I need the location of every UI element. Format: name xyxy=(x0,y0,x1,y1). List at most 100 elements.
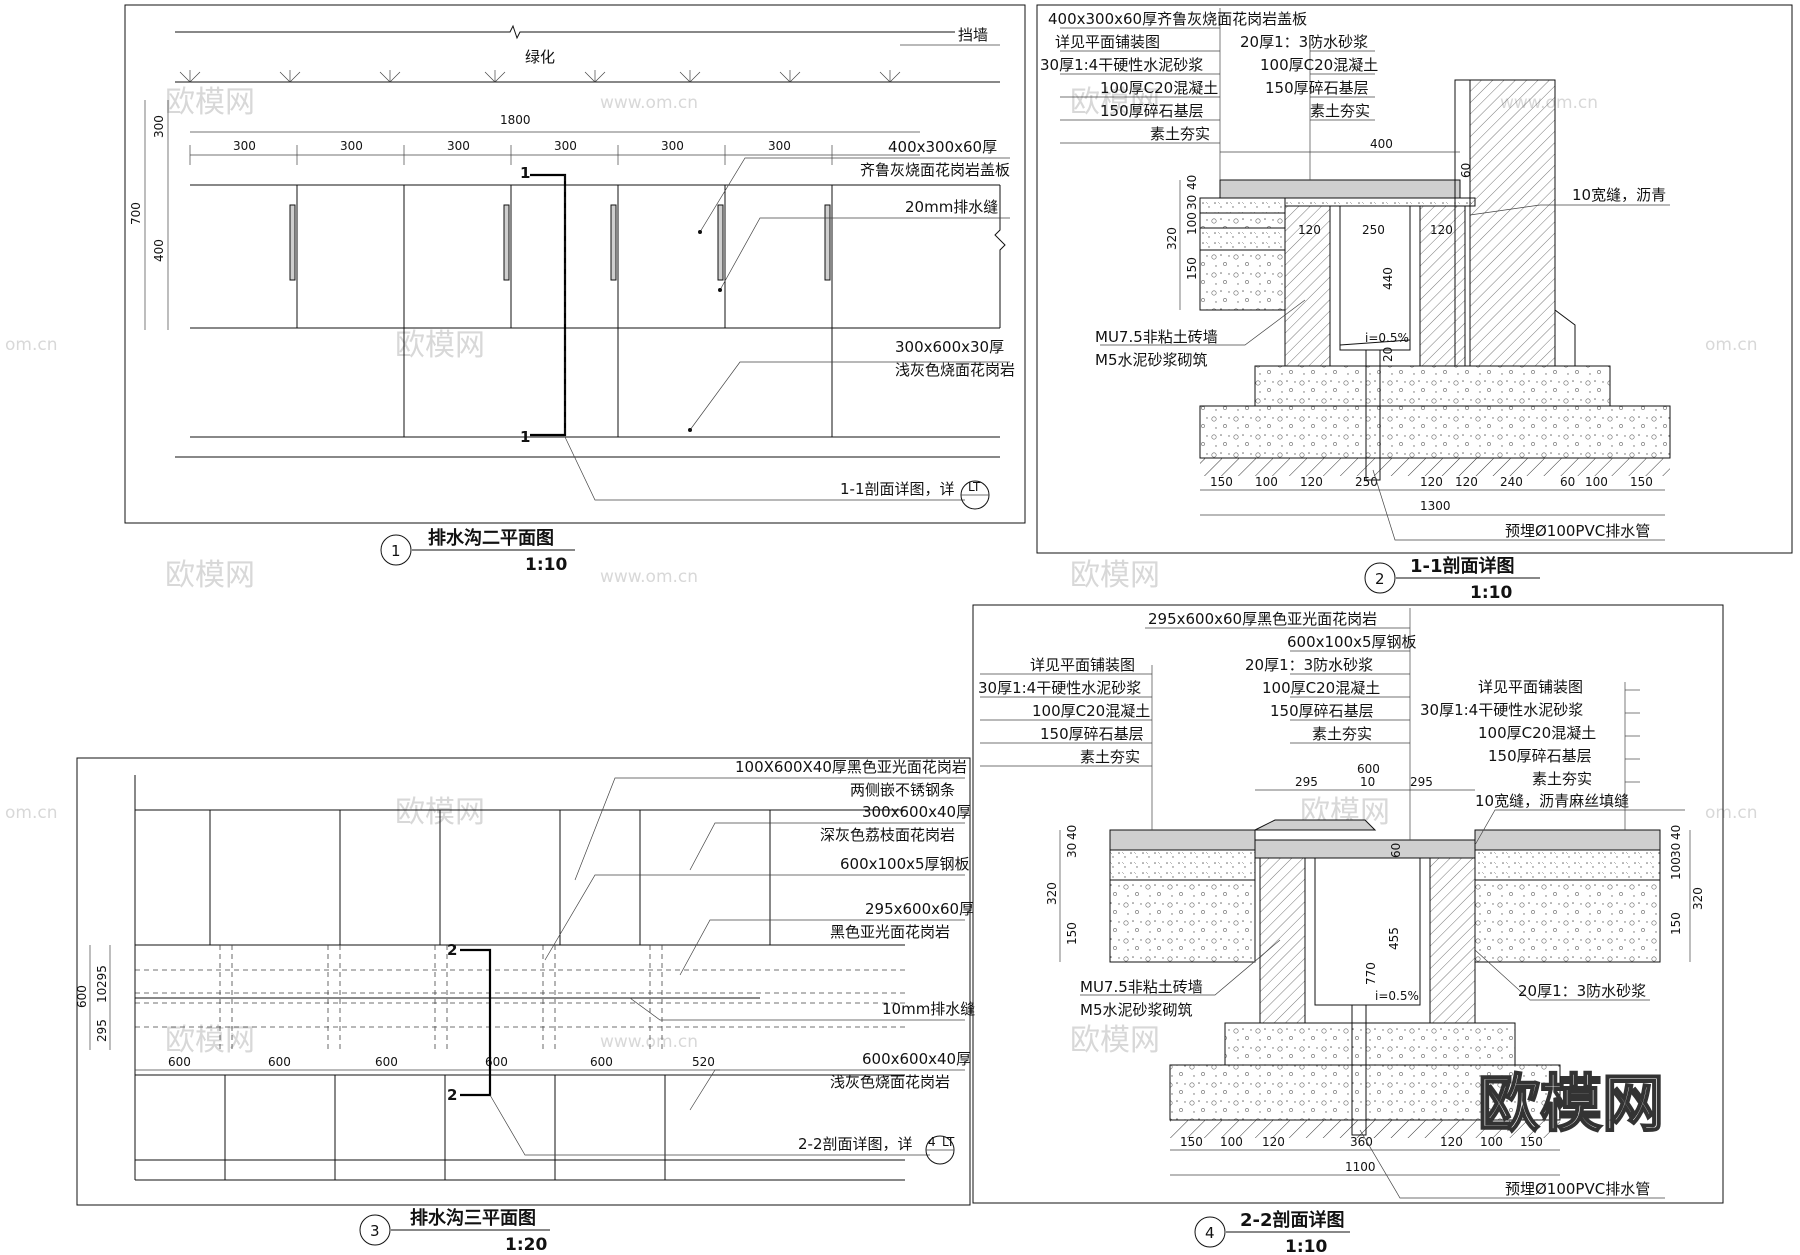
note-cover-2: 齐鲁灰烧面花岗岩盖板 xyxy=(860,161,1010,179)
svg-text:320: 320 xyxy=(1691,887,1705,910)
granite-cover xyxy=(1254,839,1476,859)
notes-left: 400x300x60厚齐鲁灰烧面花岗岩盖板 详见平面铺装图 30厚1:4干硬性水… xyxy=(1040,10,1307,144)
panel-3-plan: 600 600 600 600 600 520 600 295 10 295 2… xyxy=(75,757,975,1255)
panel-frame xyxy=(124,4,1026,524)
svg-text:100: 100 xyxy=(1220,1135,1243,1149)
svg-text:100厚C20混凝土: 100厚C20混凝土 xyxy=(1032,702,1150,720)
note-brick-2: M5水泥砂浆砌筑 xyxy=(1095,351,1208,369)
notes-left: 详见平面铺装图 30厚1:4干硬性水泥砂浆 100厚C20混凝土 150厚碎石基… xyxy=(978,656,1152,767)
panel-1-plan: 挡墙 绿化 1800 300 300 300 300 300 300 700 3… xyxy=(124,4,1026,575)
section-cut-2 xyxy=(460,948,492,1097)
svg-text:150: 150 xyxy=(1065,922,1079,945)
svg-text:400: 400 xyxy=(1370,137,1393,151)
svg-text:100X600X40厚黑色亚光面花岗岩: 100X600X40厚黑色亚光面花岗岩 xyxy=(735,758,967,776)
watermark-url: om.cn xyxy=(1705,803,1758,823)
cut-mark: 1 xyxy=(520,164,530,182)
svg-text:455: 455 xyxy=(1387,927,1401,950)
svg-text:150: 150 xyxy=(1180,1135,1203,1149)
svg-text:30: 30 xyxy=(1185,195,1199,210)
svg-text:素土夯实: 素土夯实 xyxy=(1080,748,1140,766)
svg-text:100: 100 xyxy=(1585,475,1608,489)
svg-text:150: 150 xyxy=(1669,912,1683,935)
panel-title: 1-1剖面详图 xyxy=(1410,555,1515,577)
brick-wall-left xyxy=(1259,857,1306,1024)
watermarks: 欧模网 www.om.cn 欧模网 www.om.cn om.cn 欧模网 om… xyxy=(5,85,1758,1058)
panel-2-section: i=0.5% 320 40 30 100 150 400 60 120 250 … xyxy=(1036,4,1793,603)
dim-seg: 300 xyxy=(661,139,684,153)
watermark-brand: 欧模网 xyxy=(165,558,255,593)
dim-seg: 300 xyxy=(233,139,256,153)
dim-total: 1800 xyxy=(500,113,531,127)
ref-sheet: LT xyxy=(968,480,981,494)
panel-scale: 1:10 xyxy=(1285,1237,1327,1255)
slope-label: i=0.5% xyxy=(1365,331,1409,345)
svg-text:30厚1:4干硬性水泥砂浆: 30厚1:4干硬性水泥砂浆 xyxy=(1040,56,1203,74)
svg-text:100厚C20混凝土: 100厚C20混凝土 xyxy=(1262,679,1380,697)
svg-text:浅灰色烧面花岗岩: 浅灰色烧面花岗岩 xyxy=(830,1073,950,1091)
watermark-brand: 欧模网 xyxy=(395,328,485,363)
svg-text:LT: LT xyxy=(942,1135,955,1149)
dim-seg: 300 xyxy=(554,139,577,153)
svg-text:150: 150 xyxy=(1185,257,1199,280)
dim-v-total: 700 xyxy=(129,202,143,225)
svg-text:250: 250 xyxy=(1355,475,1378,489)
svg-text:120: 120 xyxy=(1420,475,1443,489)
note-pave-1: 300x600x30厚 xyxy=(895,338,1004,356)
svg-text:320: 320 xyxy=(1165,227,1179,250)
label-wall: 挡墙 xyxy=(958,26,988,44)
note-gap: 10宽缝，沥青麻丝填缝 xyxy=(1475,792,1629,810)
svg-text:2: 2 xyxy=(447,1086,457,1104)
svg-text:10: 10 xyxy=(1360,775,1375,789)
lower-joints xyxy=(224,1075,666,1180)
panel-title: 排水沟二平面图 xyxy=(428,527,554,549)
svg-text:100厚C20混凝土: 100厚C20混凝土 xyxy=(1100,79,1218,97)
svg-text:295: 295 xyxy=(1410,775,1433,789)
svg-text:440: 440 xyxy=(1381,267,1395,290)
svg-text:素土夯实: 素土夯实 xyxy=(1532,770,1592,788)
svg-text:100: 100 xyxy=(1255,475,1278,489)
panel-title: 排水沟三平面图 xyxy=(410,1207,536,1229)
notes: 100X600X40厚黑色亚光面花岗岩 两侧嵌不锈钢条 300x600x40厚 … xyxy=(489,758,975,1165)
svg-text:770: 770 xyxy=(1364,962,1378,985)
note-pipe: 预埋Ø100PVC排水管 xyxy=(1505,1180,1650,1198)
svg-text:600: 600 xyxy=(268,1055,291,1069)
panel-frame xyxy=(76,757,971,1206)
svg-text:素土夯实: 素土夯实 xyxy=(1150,125,1210,143)
panel-frame xyxy=(972,604,1724,1204)
watermark-brand: 欧模网 xyxy=(1070,558,1160,593)
svg-text:150厚碎石基层: 150厚碎石基层 xyxy=(1270,702,1374,720)
notes-right: 详见平面铺装图 30厚1:4干硬性水泥砂浆 100厚C20混凝土 150厚碎石基… xyxy=(1420,678,1640,788)
panel-title: 2-2剖面详图 xyxy=(1240,1209,1345,1231)
dim-seg: 300 xyxy=(340,139,363,153)
svg-text:600x100x5厚钢板: 600x100x5厚钢板 xyxy=(840,855,970,873)
brick-wall-right xyxy=(1419,205,1466,367)
slope-label: i=0.5% xyxy=(1375,989,1419,1003)
svg-text:100: 100 xyxy=(1480,1135,1503,1149)
svg-text:120: 120 xyxy=(1440,1135,1463,1149)
watermark-brand: 欧模网 xyxy=(165,1023,255,1058)
svg-text:600: 600 xyxy=(485,1055,508,1069)
note-brick-1: MU7.5非粘土砖墙 xyxy=(1080,978,1203,996)
brick-wall-left xyxy=(1284,205,1331,367)
svg-text:100厚C20混凝土: 100厚C20混凝土 xyxy=(1478,724,1596,742)
pvc-pipe xyxy=(1365,349,1381,481)
watermark-url: www.om.cn xyxy=(600,93,698,113)
svg-text:30: 30 xyxy=(1669,843,1683,858)
note-pipe: 预埋Ø100PVC排水管 xyxy=(1505,522,1650,540)
svg-text:40: 40 xyxy=(1669,825,1683,840)
svg-text:10mm排水缝: 10mm排水缝 xyxy=(882,1000,975,1018)
panel-scale: 1:20 xyxy=(505,1235,547,1255)
dim-ticks xyxy=(189,145,833,165)
svg-text:120: 120 xyxy=(1455,475,1478,489)
svg-text:素土夯实: 素土夯实 xyxy=(1312,725,1372,743)
cut-mark: 1 xyxy=(520,428,530,446)
svg-text:600: 600 xyxy=(168,1055,191,1069)
watermark-brand: 欧模网 xyxy=(1070,85,1160,120)
svg-text:600: 600 xyxy=(75,985,89,1008)
svg-text:295: 295 xyxy=(95,1019,109,1042)
svg-text:240: 240 xyxy=(1500,475,1523,489)
notes-right: 20厚1：3防水砂浆 100厚C20混凝土 150厚碎石基层 素土夯实 xyxy=(1240,33,1378,121)
brick-wall-right xyxy=(1429,857,1476,1024)
panel-number: 4 xyxy=(1205,1224,1215,1242)
panel-number: 3 xyxy=(370,1222,380,1240)
